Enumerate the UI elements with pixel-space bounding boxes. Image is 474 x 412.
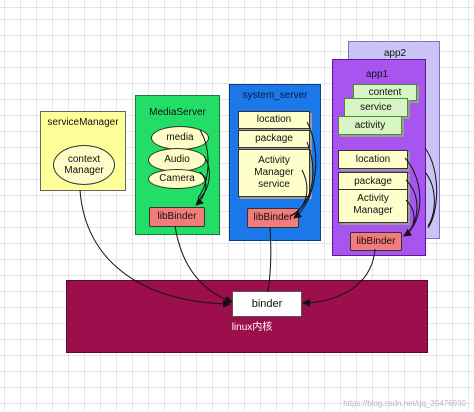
service-manager-title: serviceManager xyxy=(47,117,119,128)
system-activity-manager-label: Activity Manager service xyxy=(254,155,294,190)
system-server-title: system_server xyxy=(242,90,308,101)
app2-curve-1 xyxy=(424,147,438,229)
media-libbinder: libBinder xyxy=(149,207,205,227)
system-location-item: location xyxy=(238,111,310,129)
app1-location-item: location xyxy=(338,150,408,169)
media-to-binder-arrow xyxy=(174,225,233,304)
binder-box: binder xyxy=(232,291,302,317)
context-manager-ellipse: context Manager xyxy=(53,145,115,185)
app1-box: app1 content service activity location p… xyxy=(332,59,426,256)
app1-activity-manager-item: Activity Manager xyxy=(338,189,408,223)
app1-libbinder: libBinder xyxy=(350,232,402,251)
system-package-item: package xyxy=(238,130,310,148)
app1-curve-2 xyxy=(403,179,418,237)
media-curve-3 xyxy=(195,171,207,206)
media-curve-2 xyxy=(199,155,210,199)
app1-activity-item: activity xyxy=(338,116,402,135)
linux-kernel-label: linux内核 xyxy=(231,322,273,333)
system-curve-1 xyxy=(293,121,317,219)
app2-curve-2 xyxy=(424,171,435,227)
service-manager-to-binder-arrow xyxy=(79,189,231,308)
app1-curve-1 xyxy=(403,157,421,237)
system-to-binder-line xyxy=(267,226,272,293)
app1-title: app1 xyxy=(365,69,389,80)
system-activity-manager-item: Activity Manager service xyxy=(238,149,310,197)
audio-ellipse: Audio xyxy=(148,148,206,172)
app2-title: app2 xyxy=(383,48,407,59)
service-manager-box: serviceManager context Manager xyxy=(40,111,126,191)
media-label: media xyxy=(166,132,194,143)
system-server-box: system_server location package Activity … xyxy=(229,84,321,241)
media-server-title: MediaServer xyxy=(149,107,206,118)
app1-curve-3 xyxy=(403,199,415,237)
audio-label: Audio xyxy=(164,154,190,165)
app1-to-binder-arrow xyxy=(302,248,376,307)
context-manager-label: context Manager xyxy=(64,154,104,176)
watermark: https://blog.csdn.net/qq_39476930 xyxy=(343,399,466,408)
app1-activity-manager-label: Activity Manager xyxy=(353,193,393,216)
camera-label: Camera xyxy=(159,173,195,184)
system-curve-3 xyxy=(290,169,308,217)
media-server-box: MediaServer media Audio Camera libBinder xyxy=(135,95,220,235)
system-curve-2 xyxy=(291,141,314,216)
camera-ellipse: Camera xyxy=(148,169,206,189)
